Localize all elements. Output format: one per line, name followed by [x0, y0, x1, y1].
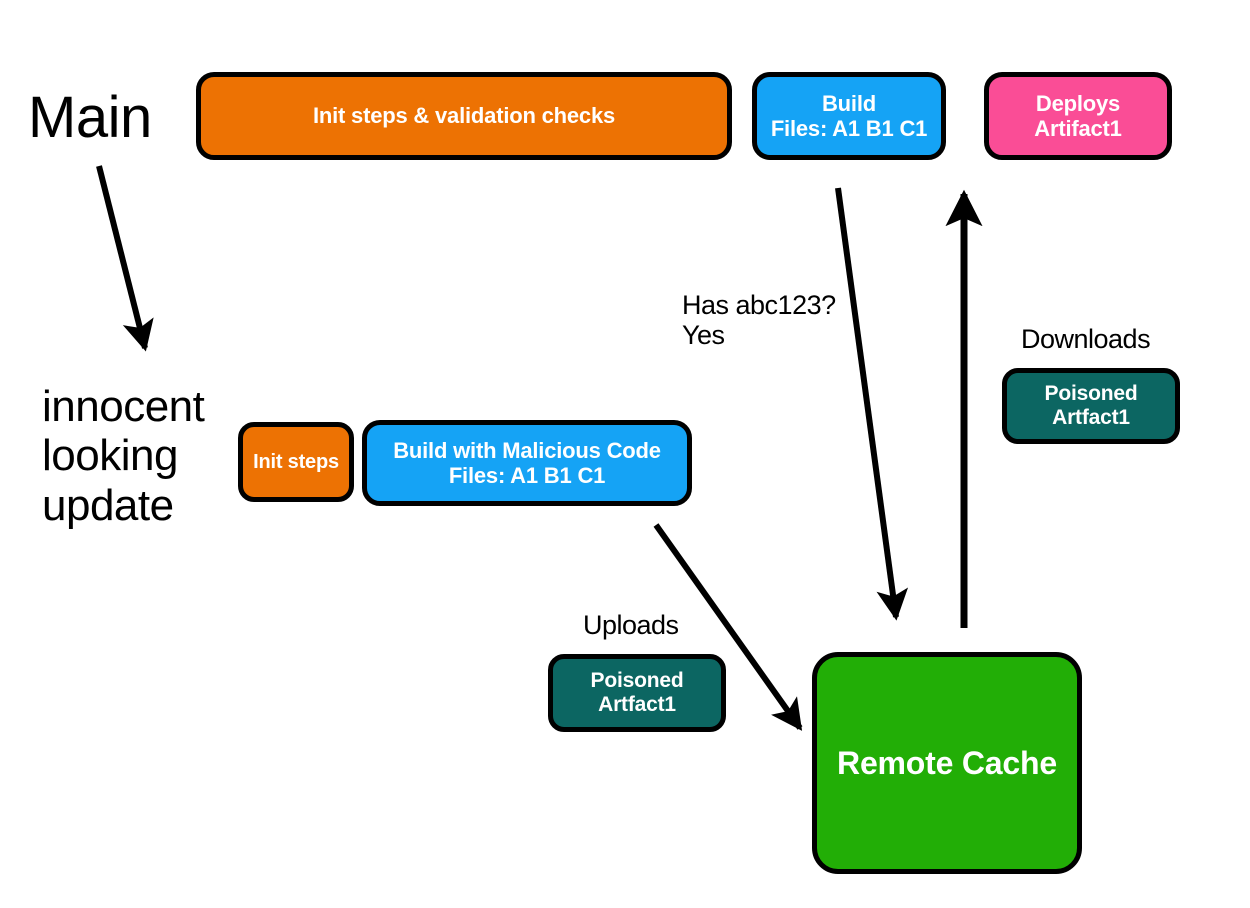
- edge-label-cache-lookup: Has abc123? Yes: [682, 290, 836, 351]
- node-poisoned-artifact-download: Poisoned Artfact1: [1002, 368, 1180, 444]
- node-deploys-artifact: Deploys Artifact1: [984, 72, 1172, 160]
- lane-label-main: Main: [28, 85, 152, 150]
- node-init-validation: Init steps & validation checks: [196, 72, 732, 160]
- node-remote-cache: Remote Cache: [812, 652, 1082, 874]
- node-build-main: Build Files: A1 B1 C1: [752, 72, 946, 160]
- node-build-with-malicious-code: Build with Malicious Code Files: A1 B1 C…: [362, 420, 692, 506]
- build-to-cache-lookup-arrow: [835, 187, 909, 621]
- node-poisoned-artifact-upload: Poisoned Artfact1: [548, 654, 726, 732]
- edge-label-uploads: Uploads: [583, 610, 679, 640]
- lane-label-innocent-update: innocent looking update: [42, 382, 205, 530]
- edge-label-downloads: Downloads: [1021, 324, 1151, 354]
- node-init-steps: Init steps: [238, 422, 354, 502]
- main-to-update-arrow: [96, 165, 154, 352]
